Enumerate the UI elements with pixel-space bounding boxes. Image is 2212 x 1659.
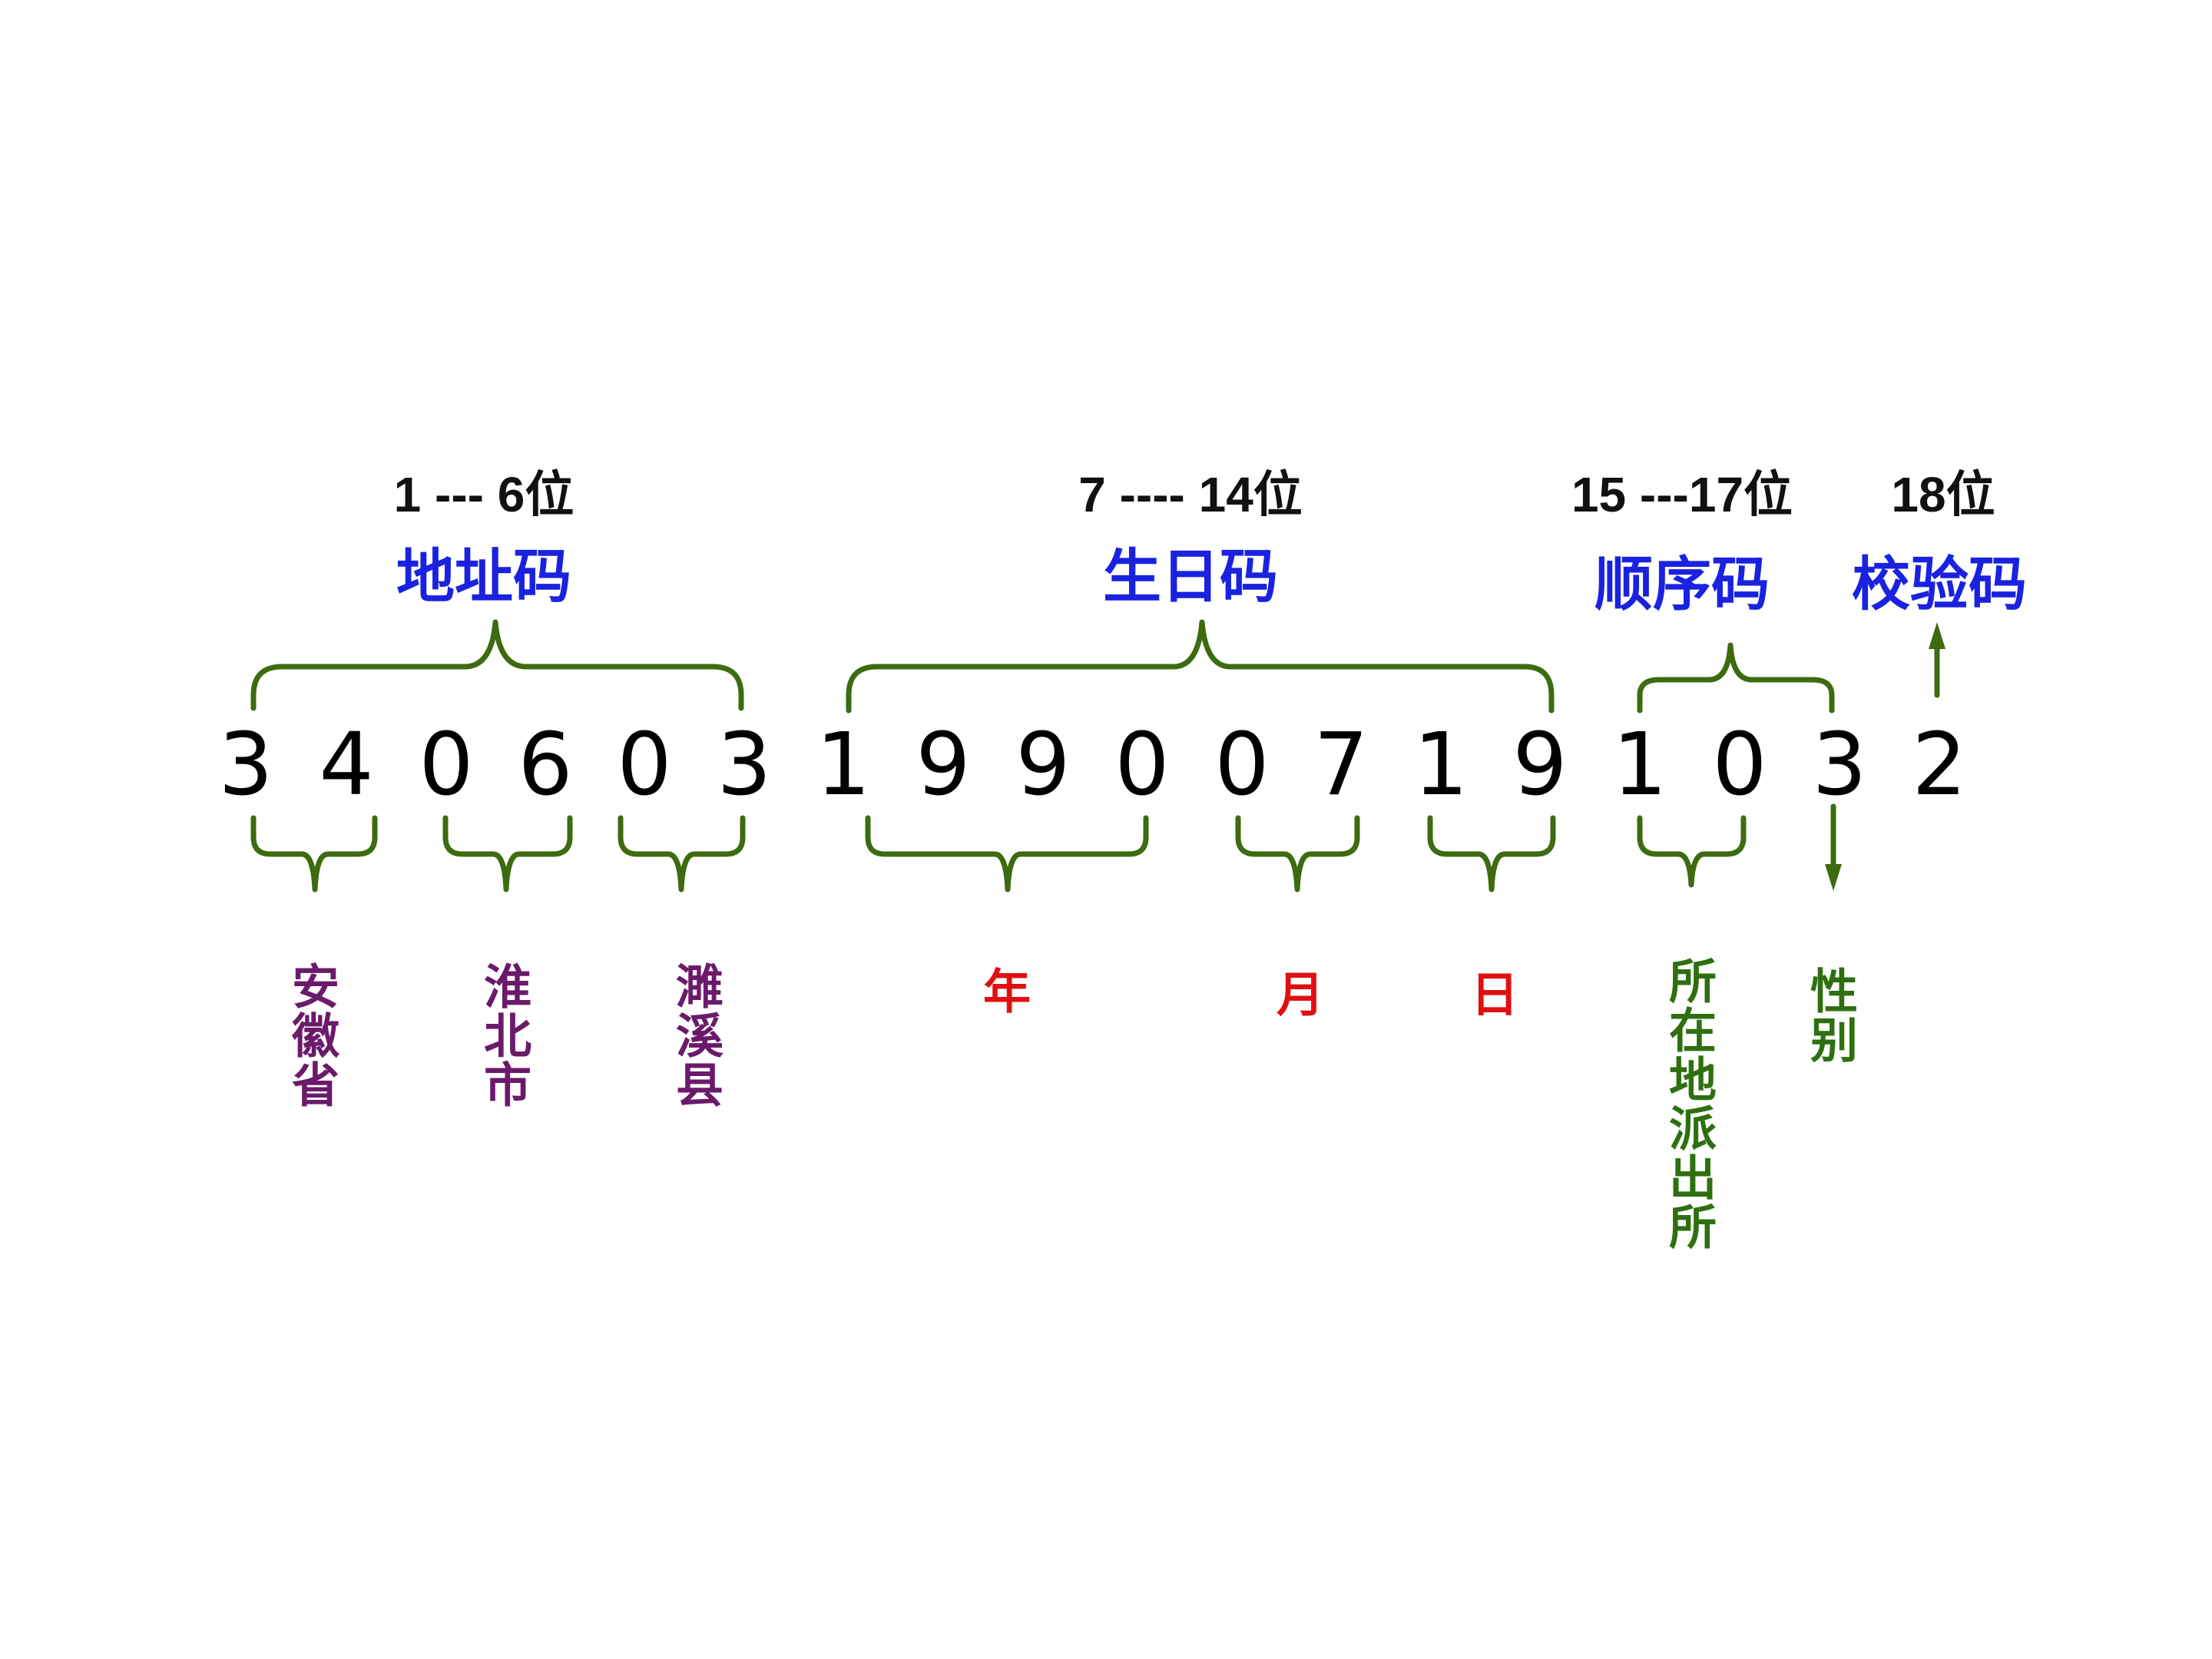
id-digit-9: 9 xyxy=(1015,715,1071,815)
year-label: 年 xyxy=(975,966,1031,1015)
id-digit-16: 0 xyxy=(1712,715,1767,815)
id-digit-5: 0 xyxy=(617,715,672,815)
id-digit-4: 6 xyxy=(518,715,573,815)
year-brace xyxy=(865,815,1149,892)
province-brace xyxy=(250,815,378,892)
id-digit-14: 9 xyxy=(1512,715,1568,815)
id-digit-3: 0 xyxy=(419,715,474,815)
id-digit-18: 2 xyxy=(1912,715,1967,815)
id-digit-1: 3 xyxy=(218,715,273,815)
id-digit-2: 4 xyxy=(319,715,374,815)
sequence-code-title: 顺序码 xyxy=(1594,550,1770,618)
id-digit-7: 1 xyxy=(816,715,871,815)
city-brace xyxy=(442,815,573,892)
id-digit-8: 9 xyxy=(916,715,971,815)
day-label: 日 xyxy=(1462,969,1518,1018)
province-label: 安徽省 xyxy=(283,962,339,1109)
address-range-label: 1 --- 6位 xyxy=(393,467,575,522)
id-digit-15: 1 xyxy=(1612,715,1667,815)
birthday-top-brace xyxy=(846,619,1555,714)
month-brace xyxy=(1235,815,1360,892)
gender-label: 性别 xyxy=(1802,966,1858,1065)
id-digit-11: 0 xyxy=(1214,715,1270,815)
address-top-brace xyxy=(250,619,744,711)
id-digit-17: 3 xyxy=(1812,715,1867,815)
city-label: 淮北市 xyxy=(475,962,531,1109)
id-digit-13: 1 xyxy=(1413,715,1469,815)
check-range-label: 18位 xyxy=(1891,467,1995,522)
county-label: 濉溪县 xyxy=(667,962,724,1109)
month-label: 月 xyxy=(1268,969,1324,1018)
birthday-code-title: 生日码 xyxy=(1103,542,1278,611)
station-brace xyxy=(1637,815,1747,888)
county-brace xyxy=(618,815,746,892)
birthday-range-label: 7 ---- 14位 xyxy=(1078,467,1303,522)
id-digit-12: 7 xyxy=(1313,715,1369,815)
sequence-top-brace xyxy=(1637,642,1835,714)
sequence-range-label: 15 ---17位 xyxy=(1571,467,1793,522)
id-digit-6: 3 xyxy=(717,715,772,815)
gender-arrow-head xyxy=(1825,864,1842,891)
police-station-label: 所在地派出所 xyxy=(1661,956,1717,1251)
check-code-title: 校验码 xyxy=(1852,550,2027,618)
check-arrow-head xyxy=(1929,622,1945,649)
id-digit-10: 0 xyxy=(1114,715,1170,815)
address-code-title: 地址码 xyxy=(396,542,571,611)
day-brace xyxy=(1427,815,1556,892)
